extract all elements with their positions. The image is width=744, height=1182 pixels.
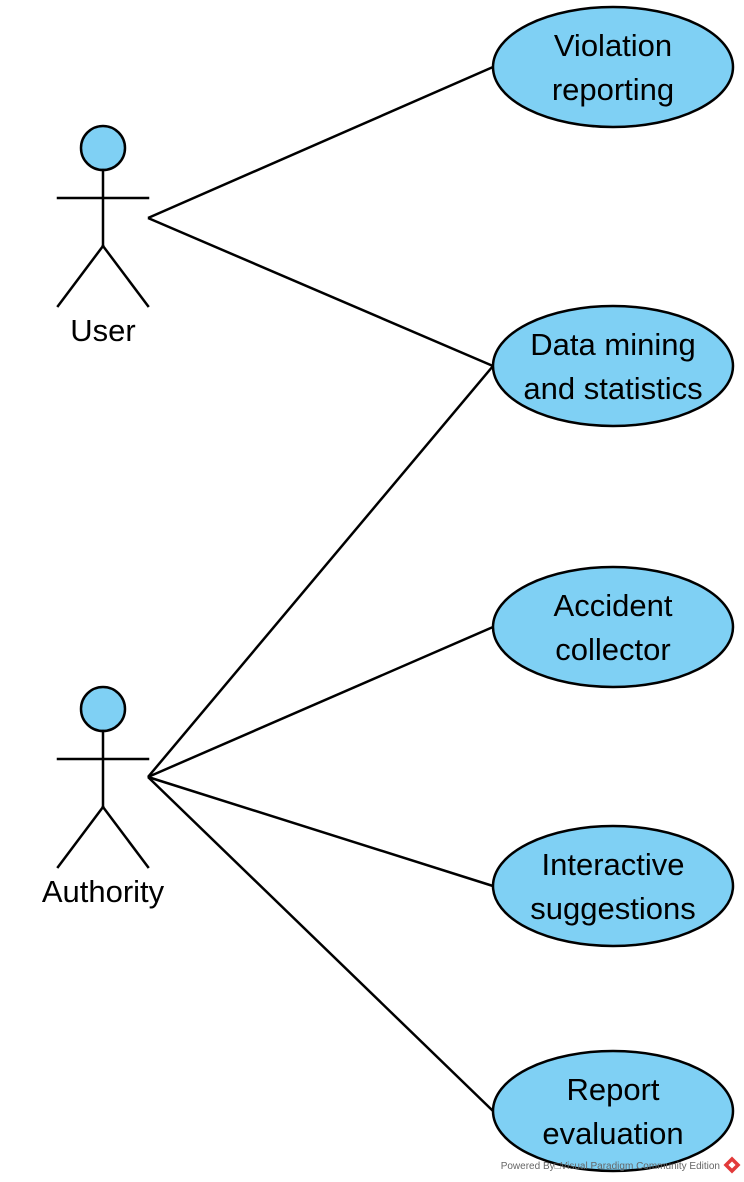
use-case-label: and statistics [523,371,702,406]
use-case-ellipse [491,1049,735,1173]
actor-authority[interactable]: Authority [42,685,165,909]
actor-label: User [70,313,135,348]
actor-left-leg [56,805,105,869]
association-line-authority-interactive [147,775,494,888]
use-case-label: Interactive [541,847,684,882]
use-case-report[interactable]: Report evaluation [491,1049,735,1173]
association-line-user-violation [147,65,494,220]
use-case-ellipse [491,565,735,689]
use-case-accident[interactable]: Accident collector [491,565,735,689]
use-case-label: Accident [554,588,673,623]
use-case-label: Report [566,1072,659,1107]
association-line-authority-datamining [147,365,494,778]
association-line-user-datamining [147,216,494,368]
use-case-violation[interactable]: Violation reporting [491,5,735,129]
use-case-label: Data mining [530,327,695,362]
associations [147,65,494,1112]
use-case-label: collector [555,632,670,667]
actor-right-leg [101,244,150,308]
actor-right-leg [101,805,150,869]
actor-user[interactable]: User [56,124,150,348]
actor-head [79,685,127,733]
watermark-text: Powered By□Visual Paradigm Community Edi… [501,1161,720,1172]
actor-left-leg [56,244,105,308]
use-case-datamining[interactable]: Data mining and statistics [491,304,735,428]
association-line-authority-accident [147,625,494,779]
use-case-ellipse [491,5,735,129]
use-case-label: suggestions [530,891,695,926]
use-case-label: Violation [554,28,672,63]
use-case-ellipse [491,304,735,428]
visual-paradigm-logo-icon [723,1156,741,1174]
actor-label: Authority [42,874,165,909]
use-case-label: evaluation [542,1116,683,1151]
use-case-interactive[interactable]: Interactive suggestions [491,824,735,948]
association-line-authority-report [147,776,494,1112]
actor-head [79,124,127,172]
use-case-ellipse [491,824,735,948]
use-case-label: reporting [552,72,674,107]
